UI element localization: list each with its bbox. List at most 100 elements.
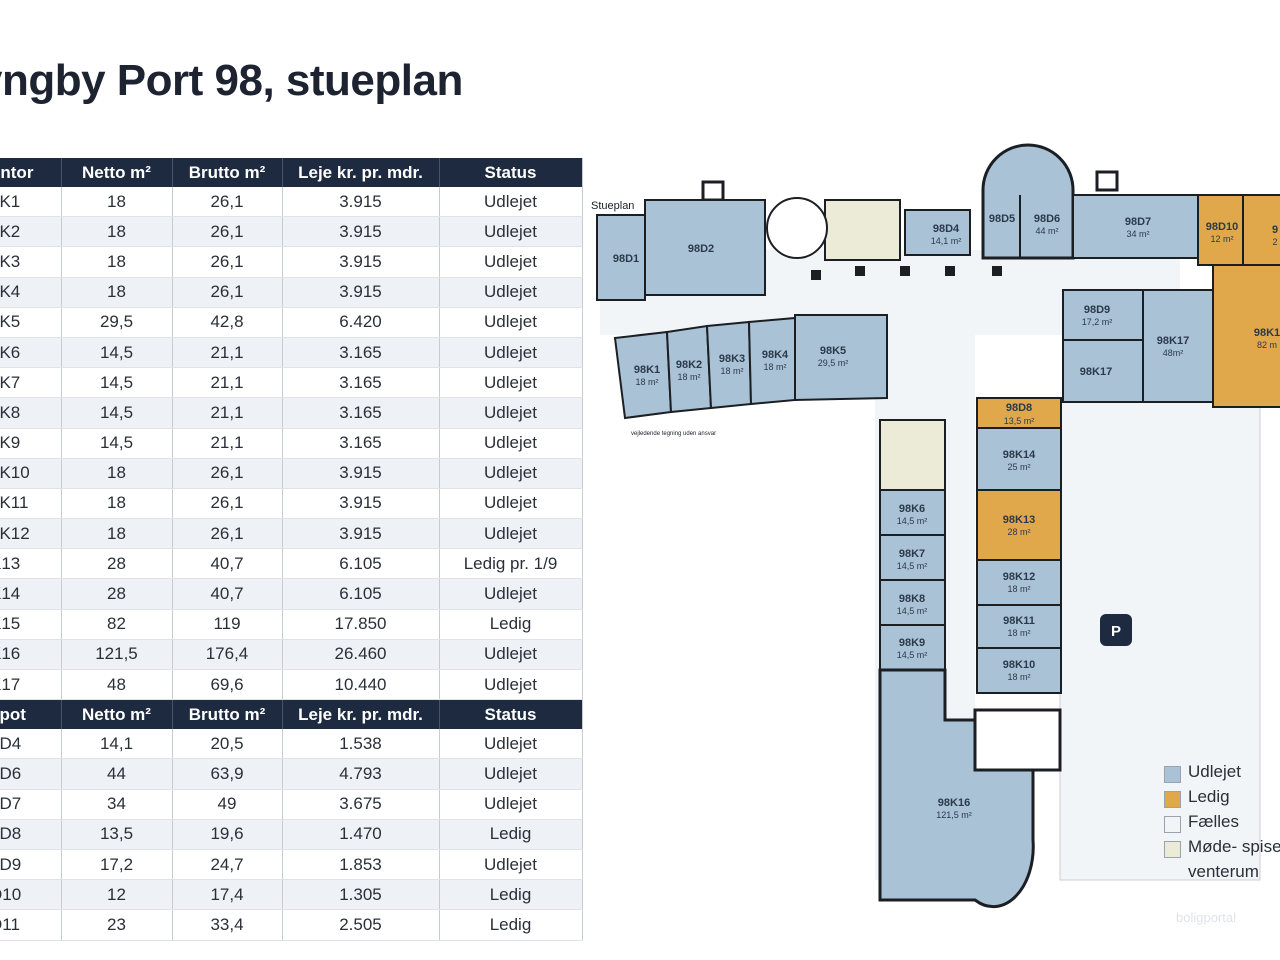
kontor-cell-rent: 3.915 (282, 216, 440, 248)
room-98d1[interactable] (596, 214, 646, 301)
room-98d5-d6[interactable] (981, 143, 1075, 260)
room-98k5[interactable] (794, 314, 888, 402)
label-98k11: 98K11 (1003, 615, 1035, 627)
legend-label: Udlejet (1188, 762, 1241, 781)
room-98k16[interactable] (878, 668, 1035, 909)
chimney-right (1095, 170, 1119, 192)
kontor-cell-status: Ledig (439, 609, 583, 640)
room-98k12[interactable] (976, 559, 1062, 606)
legend-label-venterum: venterum (1188, 862, 1259, 881)
kontor-cell-status: Udlejet (439, 277, 583, 308)
legend-swatch (1164, 766, 1181, 783)
depot-cell-brutto: 17,4 (172, 879, 283, 911)
room-98k3[interactable] (705, 320, 753, 410)
kontor-cell-status: Udlejet (439, 428, 583, 459)
kontor-cell-rent: 6.105 (282, 548, 440, 580)
depot-cell-rent: 4.793 (282, 758, 440, 790)
kontor-cell-netto: 18 (61, 216, 173, 248)
depot-cell-brutto: 49 (172, 789, 283, 820)
label-98d11: 9 (1272, 224, 1278, 236)
room-98k15[interactable] (1212, 264, 1280, 408)
kontor-col-unit: ontor (0, 158, 62, 187)
depot-cell-rent: 1.853 (282, 849, 440, 881)
depot-cell-rent: 2.505 (282, 909, 440, 941)
area-98k6: 14,5 m² (897, 516, 928, 526)
kontor-cell-netto: 48 (61, 669, 173, 701)
area-98k10: 18 m² (1007, 672, 1030, 682)
parking-label: P (1111, 623, 1121, 640)
kontor-cell-brutto: 40,7 (172, 548, 283, 580)
columns (811, 266, 1002, 280)
legend-swatch (1164, 841, 1181, 858)
kontor-cell-netto: 14,5 (61, 367, 173, 399)
kontor-cell-brutto: 21,1 (172, 428, 283, 459)
room-98k4[interactable] (747, 316, 796, 406)
label-98k12: 98K12 (1003, 571, 1035, 583)
kontor-cell-netto: 82 (61, 609, 173, 640)
depot-cell-brutto: 20,5 (172, 729, 283, 760)
kontor-cell-unit: 8K10 (0, 458, 62, 489)
depot-cell-brutto: 63,9 (172, 758, 283, 790)
area-98d8: 13,5 m² (1004, 416, 1035, 426)
room-98k7[interactable] (879, 534, 946, 581)
legend-swatch (1164, 791, 1181, 808)
kontor-rows: 8K11826,13.915Udlejet8K21826,13.915Udlej… (0, 187, 583, 701)
area-98k7: 14,5 m² (897, 561, 928, 571)
legend-swatch (1164, 816, 1181, 833)
depot-col-brutto: Brutto m² (172, 699, 283, 730)
label-98k3: 98K3 (719, 353, 745, 365)
kontor-cell-netto: 14,5 (61, 397, 173, 429)
kontor-cell-unit: 8K1 (0, 187, 62, 218)
room-98k14[interactable] (976, 427, 1062, 491)
room-98d4[interactable] (904, 209, 971, 256)
area-98k9: 14,5 m² (897, 650, 928, 660)
depot-col-unit: epot (0, 699, 62, 730)
kontor-cell-unit: 8K6 (0, 337, 62, 369)
kontor-cell-unit: K17 (0, 669, 62, 701)
room-98k8[interactable] (879, 579, 946, 626)
room-98d7[interactable] (1072, 194, 1199, 259)
kontor-cell-netto: 14,5 (61, 337, 173, 369)
room-98k9[interactable] (879, 624, 946, 671)
area-98k11: 18 m² (1007, 628, 1030, 638)
area-98k1: 18 m² (635, 377, 658, 387)
label-98d5: 98D5 (989, 213, 1015, 225)
kontor-cell-rent: 3.915 (282, 187, 440, 218)
depot-col-status: Status (439, 699, 583, 730)
plan-note: vejledende tegning uden ansvar (631, 431, 716, 437)
depot-cell-netto: 13,5 (61, 819, 173, 850)
kontor-cell-brutto: 69,6 (172, 669, 283, 701)
room-98k11[interactable] (976, 604, 1062, 649)
kontor-cell-brutto: 26,1 (172, 246, 283, 278)
legend-label: Fælles (1188, 812, 1240, 831)
label-98d7: 98D7 (1125, 216, 1151, 228)
depot-cell-status: Ledig (439, 879, 583, 911)
depot-cell-unit: D11 (0, 909, 62, 941)
room-98k17-west[interactable] (1062, 339, 1144, 403)
room-98k10[interactable] (976, 647, 1062, 694)
meeting-room-south (879, 419, 946, 491)
depot-col-rent: Leje kr. pr. mdr. (282, 699, 440, 730)
area-98k12: 18 m² (1007, 584, 1030, 594)
room-98d2[interactable] (644, 199, 766, 296)
kontor-cell-netto: 18 (61, 246, 173, 278)
kontor-cell-status: Udlejet (439, 578, 583, 610)
room-98d9[interactable] (1062, 289, 1144, 341)
label-98k13: 98K13 (1003, 514, 1035, 526)
depot-rows: 8D414,120,51.538Udlejet8D64463,94.793Udl… (0, 729, 583, 941)
room-98k13[interactable] (976, 489, 1062, 561)
room-labels: Stueplan vejledende tegning uden ansvar … (591, 200, 1280, 820)
kontor-cell-unit: K15 (0, 609, 62, 640)
kontor-cell-rent: 26.460 (282, 639, 440, 671)
room-98d11[interactable] (1242, 194, 1280, 266)
kontor-cell-status: Udlejet (439, 337, 583, 369)
label-98d8: 98D8 (1006, 402, 1032, 414)
kontor-cell-rent: 3.165 (282, 397, 440, 429)
room-98k17[interactable] (1142, 289, 1214, 403)
kontor-cell-status: Udlejet (439, 669, 583, 701)
